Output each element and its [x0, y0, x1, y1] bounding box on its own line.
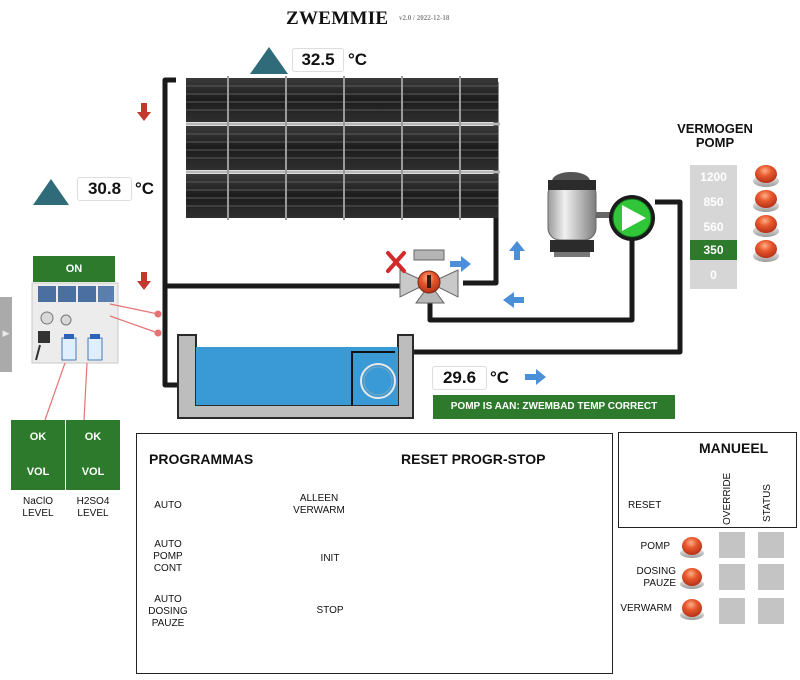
pump-power-title: VERMOGEN POMP: [660, 122, 770, 150]
pool-temp-value: 29.6: [432, 366, 487, 390]
naclo-level-indicator: OK VOL: [11, 420, 65, 490]
thermometer-triangle-icon: [33, 179, 69, 205]
auto-pomp-cont-line3: CONT: [153, 563, 183, 574]
flow-up-arrow-icon: [509, 241, 525, 260]
reset-progr-stop-label[interactable]: RESET PROGR-STOP: [401, 451, 546, 467]
power-level-850[interactable]: 850: [703, 195, 724, 209]
naclo-label-line2: LEVEL: [22, 508, 54, 519]
collector-temp-unit: °C: [348, 50, 368, 69]
init-label: INIT: [320, 553, 340, 564]
pomp-override-indicator[interactable]: [719, 532, 745, 558]
verwarm-status-indicator: [758, 598, 784, 624]
return-temp-value: 30.8: [77, 177, 132, 201]
auto-pomp-cont-line1: AUTO: [154, 539, 182, 550]
auto-pomp-cont-line2: POMP: [153, 551, 183, 562]
flow-down-arrow-icon: [137, 272, 151, 290]
close-x-icon: [386, 251, 406, 273]
h2so4-label: H2SO4 LEVEL: [66, 496, 120, 520]
power-1200-button[interactable]: [753, 165, 779, 187]
manual-verwarm-label: VERWARM: [620, 603, 672, 614]
thermometer-triangle-icon: [250, 47, 288, 74]
flow-down-arrow-icon: [137, 103, 151, 121]
power-level-350[interactable]: 350: [690, 240, 737, 260]
pomp-status-indicator: [758, 532, 784, 558]
chevron-right-icon: ▶: [2, 328, 10, 338]
status-message: POMP IS AAN: ZWEMBAD TEMP CORRECT: [433, 395, 675, 419]
manueel-panel: [618, 432, 797, 528]
power-level-1200[interactable]: 1200: [700, 170, 727, 184]
auto-pomp-cont-label: AUTO POMP CONT: [146, 539, 190, 575]
alleen-verwarm-line2: VERWARM: [293, 505, 345, 516]
manual-reset-label[interactable]: RESET: [628, 500, 662, 511]
h2so4-label-line2: LEVEL: [77, 508, 109, 519]
three-way-valve-icon: [399, 249, 459, 304]
dosing-pauze-override-indicator[interactable]: [719, 564, 745, 590]
alleen-verwarm-line1: ALLEEN: [299, 493, 339, 504]
flow-right-arrow-icon: [450, 256, 471, 272]
auto-dosing-pauze-line2: DOSING: [148, 606, 188, 617]
manueel-title: MANUEEL: [699, 440, 769, 456]
programmas-panel: [136, 433, 613, 674]
h2so4-level-indicator: OK VOL: [66, 420, 120, 490]
power-350-button[interactable]: [753, 240, 779, 262]
manual-verwarm-button[interactable]: [680, 599, 704, 620]
flow-right-arrow-icon: [525, 369, 546, 385]
h2so4-label-line1: H2SO4: [76, 496, 110, 507]
power-850-button[interactable]: [753, 190, 779, 212]
manual-dosing-pauze-line1: DOSING: [636, 566, 676, 577]
alleen-verwarm-label: ALLEEN VERWARM: [286, 493, 352, 517]
naclo-label-line1: NaClO: [22, 496, 53, 507]
dosing-state-badge[interactable]: ON: [33, 256, 115, 282]
auto-dosing-pauze-line3: PAUZE: [151, 618, 185, 629]
h2so4-status: OK: [84, 431, 102, 443]
naclo-status: OK: [29, 431, 47, 443]
manual-dosing-pauze-label: DOSING PAUZE: [620, 566, 676, 590]
dosing-pauze-status-indicator: [758, 564, 784, 590]
power-level-0[interactable]: 0: [710, 268, 717, 282]
power-level-560[interactable]: 560: [703, 220, 724, 234]
pipe-pool-return: [406, 199, 683, 355]
dosing-unit-icon: [31, 282, 119, 364]
override-column-header: OVERRIDE: [722, 472, 733, 525]
naclo-label: NaClO LEVEL: [11, 496, 65, 520]
pool-basin: [177, 334, 414, 419]
h2so4-fill: VOL: [81, 466, 105, 478]
auto-label-line1: AUTO: [154, 500, 182, 511]
side-drawer-tab[interactable]: [0, 297, 12, 372]
verwarm-override-indicator[interactable]: [719, 598, 745, 624]
sand-filter-icon: [547, 172, 610, 257]
auto-dosing-pauze-line1: AUTO: [154, 594, 182, 605]
programmas-title: PROGRAMMAS: [149, 451, 254, 467]
app-title: ZWEMMIE: [286, 8, 389, 29]
manual-pomp-label: POMP: [640, 541, 670, 552]
status-column-header: STATUS: [762, 484, 773, 522]
pump-icon: [609, 195, 655, 241]
return-temp-unit: °C: [135, 179, 155, 198]
pump-power-title-line2: POMP: [695, 135, 735, 150]
pool-temp-unit: °C: [490, 368, 510, 387]
manual-dosing-pauze-line2: PAUZE: [643, 578, 676, 589]
flow-left-arrow-icon: [503, 292, 524, 308]
manual-dosing-pauze-button[interactable]: [680, 568, 704, 589]
manual-pomp-button[interactable]: [680, 537, 704, 558]
version-label: v2.0 / 2022-12-18: [399, 14, 450, 22]
collector-temp-value: 32.5: [292, 48, 344, 72]
stop-label: STOP: [316, 605, 344, 616]
solar-collector-icon: [186, 76, 500, 220]
pump-power-selector: 1200 850 560 350 0: [690, 165, 737, 289]
power-560-button[interactable]: [753, 215, 779, 237]
pipe-valve-to-pump: [427, 240, 635, 323]
pump-power-title-line1: VERMOGEN: [677, 121, 753, 136]
auto-dosing-pauze-label: AUTO DOSING PAUZE: [146, 594, 190, 630]
naclo-fill: VOL: [26, 466, 50, 478]
auto-label: AUTO: [146, 500, 190, 512]
